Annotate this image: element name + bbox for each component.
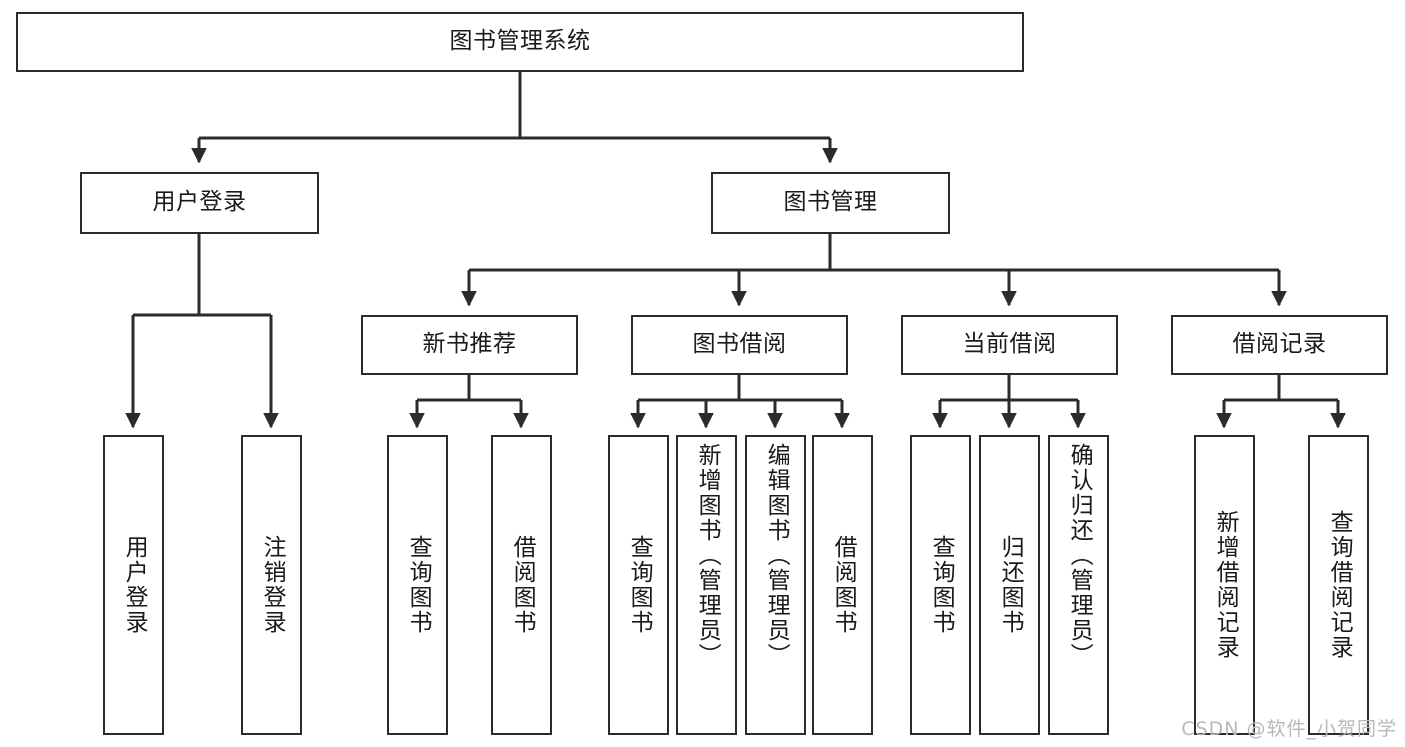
node-leaf-add-borrow-record[interactable]: 新增借阅记录	[1194, 435, 1255, 735]
node-leaf-add-book-admin[interactable]: 新增图书（管理员）	[676, 435, 737, 735]
node-label: 用户登录	[121, 535, 148, 635]
node-leaf-query-book-recommend[interactable]: 查询图书	[387, 435, 448, 735]
node-leaf-borrow-book[interactable]: 借阅图书	[812, 435, 873, 735]
node-leaf-return-book[interactable]: 归还图书	[979, 435, 1040, 735]
node-borrow-record[interactable]: 借阅记录	[1171, 315, 1388, 375]
node-label: 图书管理系统	[449, 28, 591, 55]
node-label: 编辑图书（管理员）	[763, 443, 790, 668]
node-leaf-logout[interactable]: 注销登录	[241, 435, 302, 735]
node-label: 新增借阅记录	[1212, 510, 1239, 660]
node-leaf-query-borrow-record[interactable]: 查询借阅记录	[1308, 435, 1369, 735]
node-leaf-edit-book-admin[interactable]: 编辑图书（管理员）	[745, 435, 806, 735]
node-label: 借阅图书	[830, 535, 857, 635]
node-leaf-user-login[interactable]: 用户登录	[103, 435, 164, 735]
node-label: 归还图书	[997, 535, 1024, 635]
node-label: 新书推荐	[422, 331, 517, 358]
node-leaf-query-book-borrow[interactable]: 查询图书	[608, 435, 669, 735]
node-book-management[interactable]: 图书管理	[711, 172, 950, 234]
node-label: 借阅图书	[509, 535, 536, 635]
node-leaf-query-book-current[interactable]: 查询图书	[910, 435, 971, 735]
node-user-login[interactable]: 用户登录	[80, 172, 319, 234]
node-label: 注销登录	[259, 535, 286, 635]
node-label: 用户登录	[152, 189, 247, 216]
node-root-system[interactable]: 图书管理系统	[16, 12, 1024, 72]
node-leaf-borrow-book-recommend[interactable]: 借阅图书	[491, 435, 552, 735]
node-label: 图书管理	[783, 189, 878, 216]
node-new-book-recommend[interactable]: 新书推荐	[361, 315, 578, 375]
node-label: 查询图书	[626, 535, 653, 635]
node-label: 借阅记录	[1232, 331, 1327, 358]
node-label: 查询借阅记录	[1326, 510, 1353, 660]
node-label: 新增图书（管理员）	[694, 443, 721, 668]
node-book-borrow[interactable]: 图书借阅	[631, 315, 848, 375]
node-label: 查询图书	[928, 535, 955, 635]
node-label: 图书借阅	[692, 331, 787, 358]
node-label: 确认归还（管理员）	[1066, 443, 1093, 668]
node-label: 查询图书	[405, 535, 432, 635]
node-current-borrow[interactable]: 当前借阅	[901, 315, 1118, 375]
node-label: 当前借阅	[962, 331, 1057, 358]
node-leaf-confirm-return-admin[interactable]: 确认归还（管理员）	[1048, 435, 1109, 735]
